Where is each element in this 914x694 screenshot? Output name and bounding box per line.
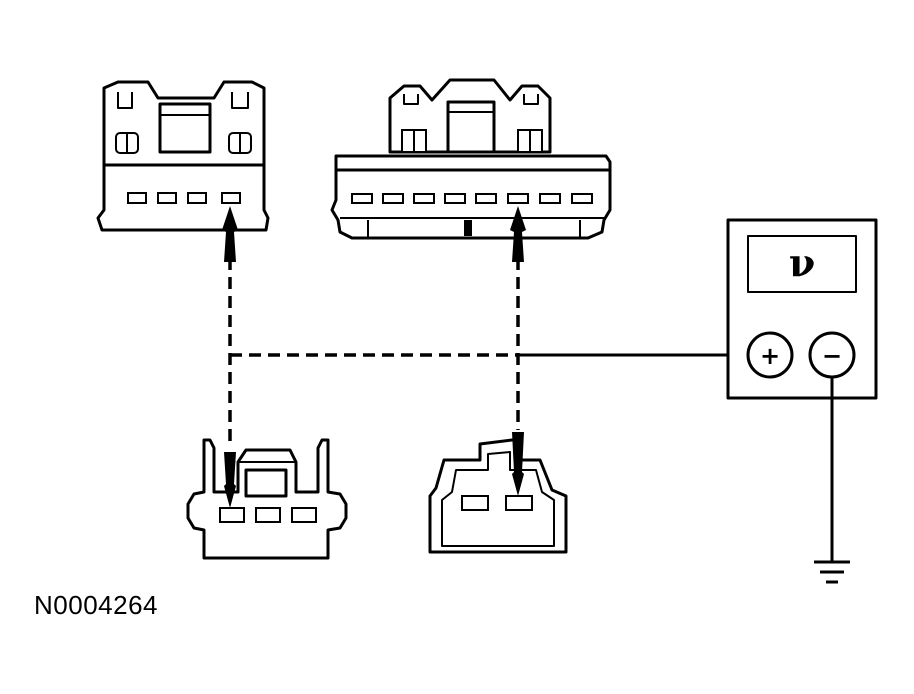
negative-terminal-label: − [822,342,842,370]
pin [382,193,404,204]
positive-terminal [746,331,794,379]
connector-top-middle [330,78,612,240]
pin [571,193,593,204]
pin [475,193,497,204]
pin [505,495,533,511]
pin [157,192,177,204]
pin [219,507,245,523]
pin [413,193,435,204]
pin [127,192,147,204]
positive-terminal-label: + [760,342,780,370]
pin [507,193,529,204]
pin [291,507,317,523]
pin [461,495,489,511]
pin [444,193,466,204]
pin [221,192,241,204]
pin [255,507,281,523]
connector-bottom-middle [428,438,568,554]
pin [351,193,373,204]
pin [187,192,207,204]
ground-symbol [814,377,850,584]
meter-display-symbol: ν [789,240,815,285]
voltmeter: ν + − [726,218,878,400]
figure-reference-id: N0004264 [34,590,158,620]
connector-bottom-left [186,438,348,560]
test-leads [222,206,748,508]
pin [539,193,561,204]
connector-top-left [96,80,270,232]
